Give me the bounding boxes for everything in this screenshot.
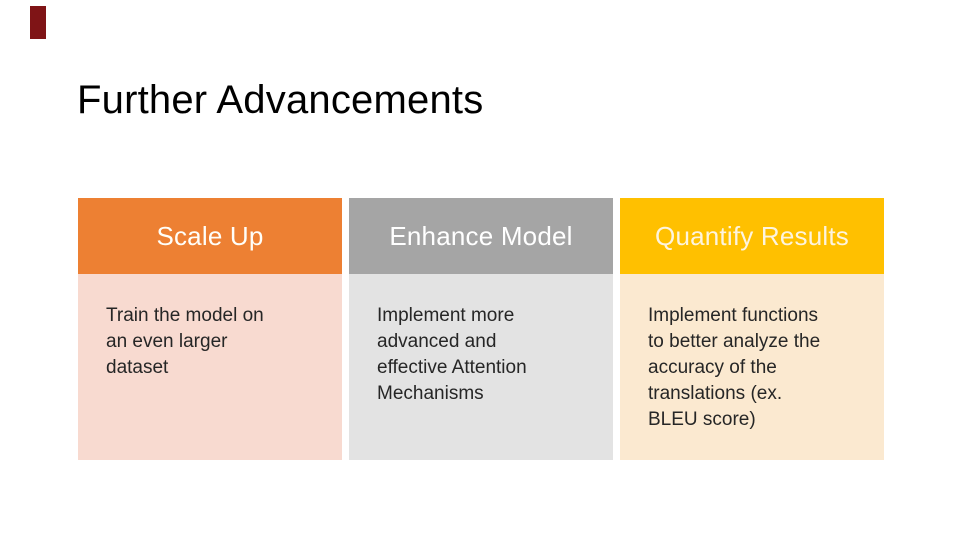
- page-title: Further Advancements: [77, 78, 484, 122]
- column-header: Enhance Model: [349, 198, 613, 274]
- column-body: Implement functions to better analyze th…: [620, 274, 884, 460]
- slide-accent-bar: [30, 6, 46, 39]
- column-body: Train the model on an even larger datase…: [78, 274, 342, 460]
- column-body: Implement more advanced and effective At…: [349, 274, 613, 460]
- column-header: Scale Up: [78, 198, 342, 274]
- column-header: Quantify Results: [620, 198, 884, 274]
